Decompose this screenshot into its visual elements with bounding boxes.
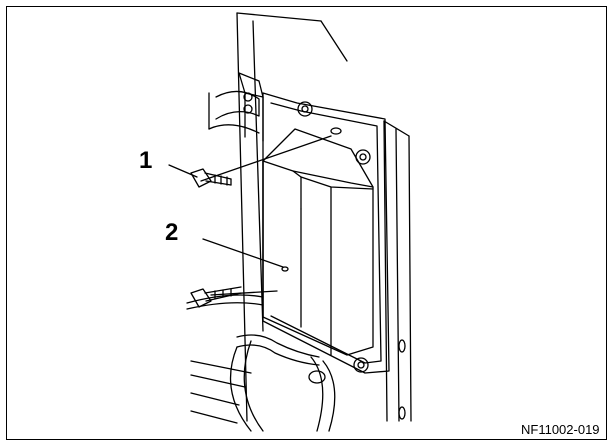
- plate-bolts: [297, 101, 371, 373]
- figure-frame: 1 2 NF11002-019: [6, 6, 607, 440]
- frame-panel: [236, 12, 348, 422]
- upper-clamp: [208, 72, 264, 142]
- bolt-2: [190, 286, 242, 308]
- electrical-box: [262, 128, 374, 356]
- bracket-illustration: [168, 12, 412, 432]
- wiring-harness: [186, 294, 336, 432]
- bolt-1: [190, 168, 232, 188]
- figure-code: NF11002-019: [521, 422, 600, 437]
- callout-2: 2: [165, 219, 179, 246]
- callout-1: 1: [139, 147, 153, 174]
- callout-leaders: [168, 135, 332, 296]
- mounting-plate: [262, 92, 390, 374]
